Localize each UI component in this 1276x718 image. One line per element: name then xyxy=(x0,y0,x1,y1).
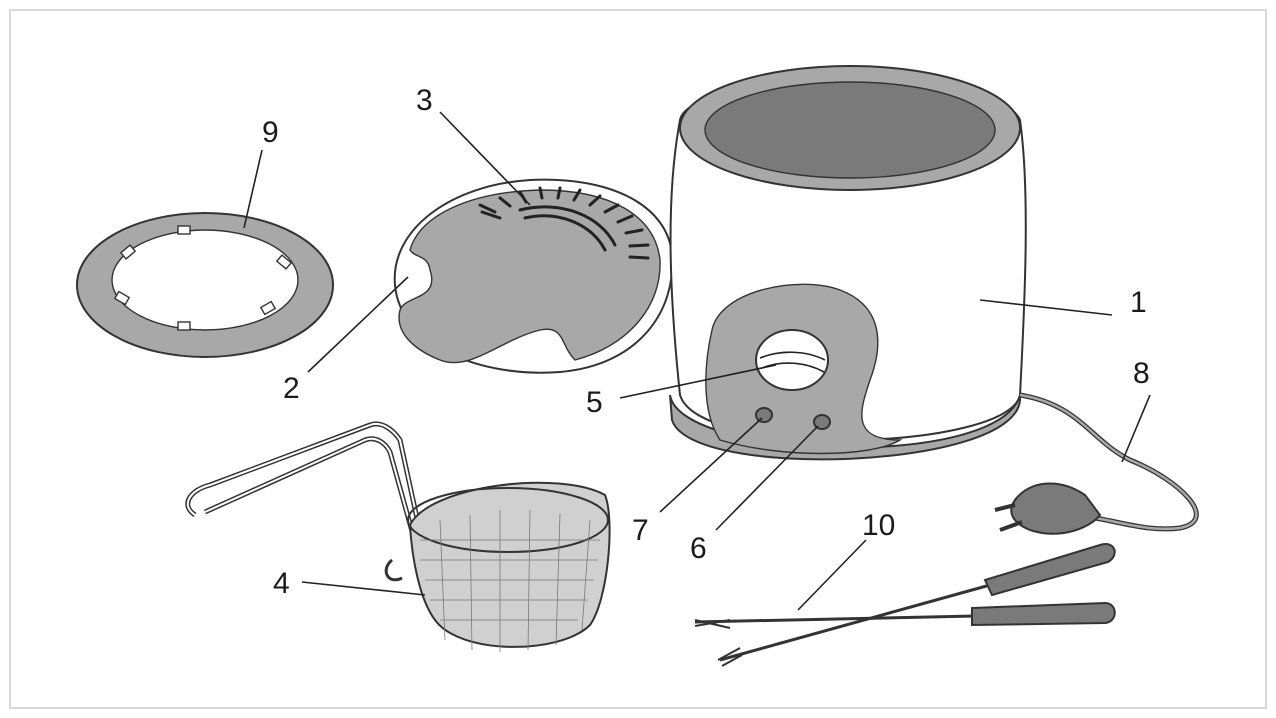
frying-basket xyxy=(185,421,611,652)
power-cord xyxy=(994,392,1199,535)
label-7: 7 xyxy=(632,514,649,547)
leader-3 xyxy=(439,111,531,206)
indicator-light-7 xyxy=(755,407,773,423)
leader-7 xyxy=(659,417,763,513)
lid xyxy=(393,178,674,374)
label-5: 5 xyxy=(586,386,603,419)
label-3: 3 xyxy=(416,84,433,117)
fondue-forks xyxy=(694,543,1116,667)
leader-2 xyxy=(307,276,409,373)
plug xyxy=(1010,482,1102,535)
label-1: 1 xyxy=(1130,286,1147,319)
callout-labels: 1 2 3 4 5 6 7 8 9 10 xyxy=(262,84,1150,600)
leader-6 xyxy=(715,425,819,531)
indicator-light-6 xyxy=(813,414,831,430)
lid-vent-slots xyxy=(478,186,650,260)
leader-10 xyxy=(797,539,867,611)
fondue-pot-body xyxy=(669,65,1027,461)
leader-9 xyxy=(243,149,263,229)
viewing-window xyxy=(755,329,829,391)
fork-ring xyxy=(76,212,334,358)
leader-1 xyxy=(979,299,1113,316)
diagram-border xyxy=(9,9,1267,709)
leader-4 xyxy=(301,581,426,596)
label-10: 10 xyxy=(862,509,895,542)
label-6: 6 xyxy=(690,532,707,565)
label-2: 2 xyxy=(283,372,300,405)
leader-8 xyxy=(1121,394,1151,463)
label-9: 9 xyxy=(262,116,279,149)
label-8: 8 xyxy=(1133,357,1150,390)
label-4: 4 xyxy=(273,567,290,600)
leader-lines xyxy=(243,111,1151,611)
leader-5 xyxy=(619,364,777,399)
